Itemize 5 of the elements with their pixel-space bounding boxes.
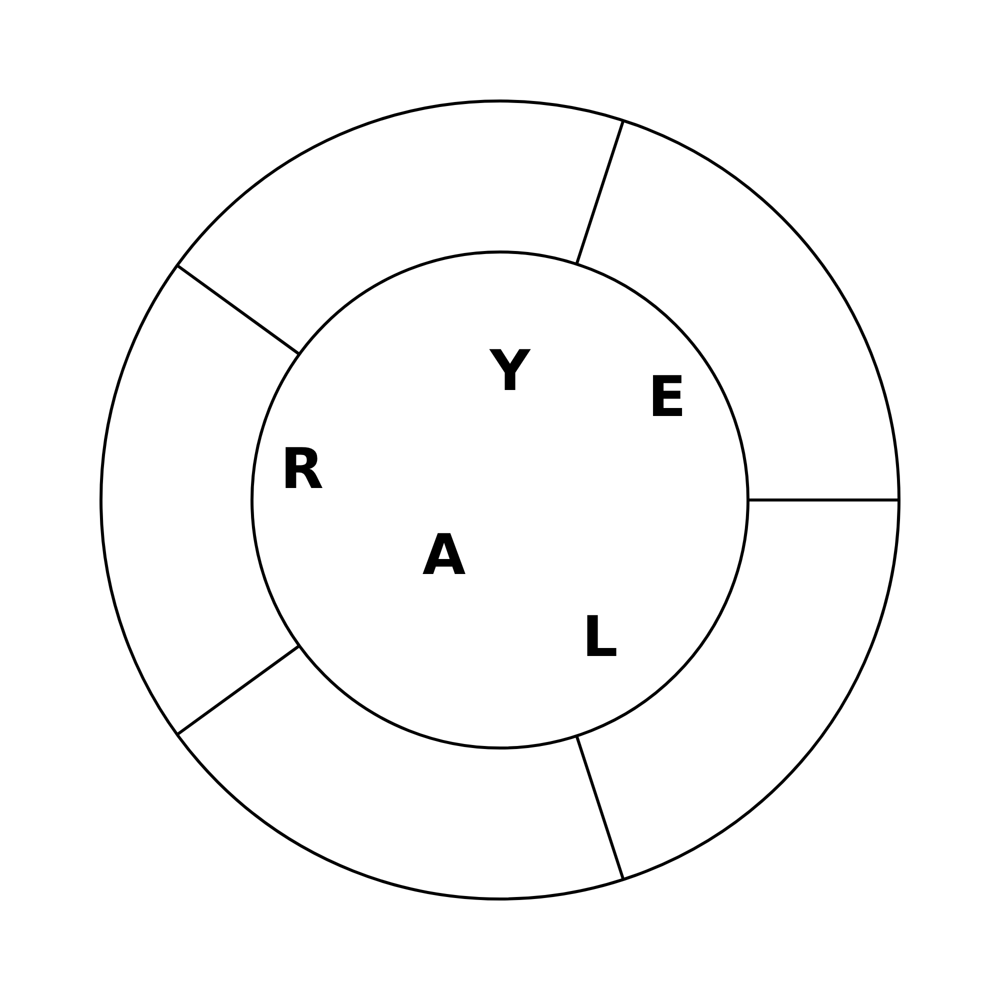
letter-label: R [280,442,324,498]
letter-label: Y [490,344,530,400]
letter-label: L [582,610,618,666]
letter-label: E [648,370,686,426]
letter-label: A [422,528,466,584]
